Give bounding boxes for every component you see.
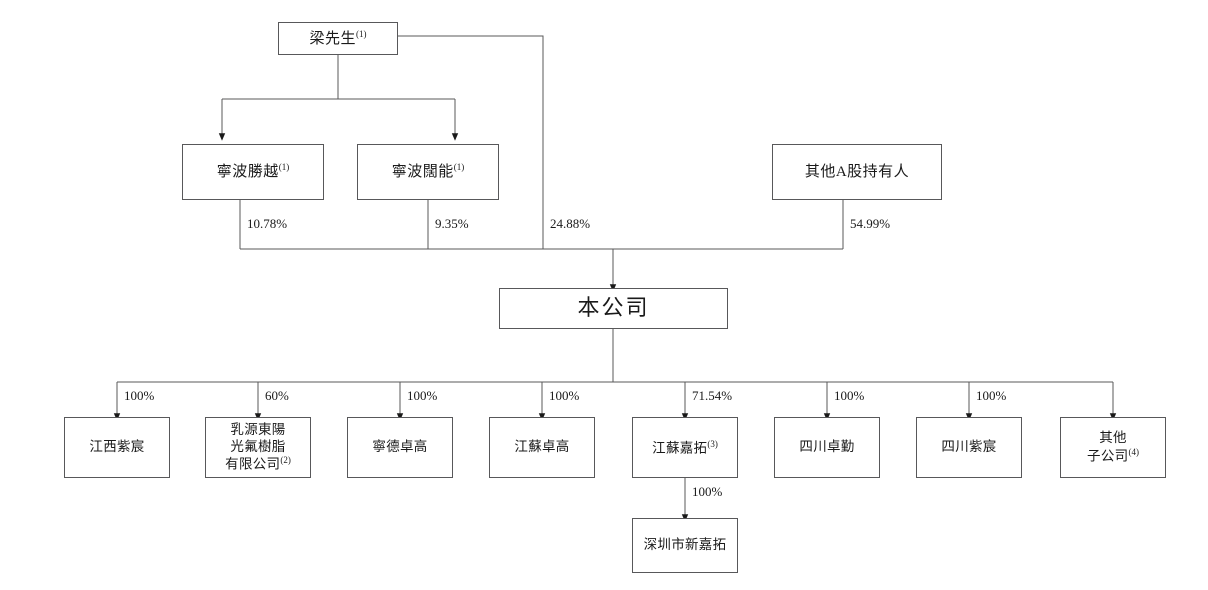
- node-shenzhen-xinjiatuo-label: 深圳市新嘉拓: [643, 537, 727, 553]
- node-other-subsidiaries[interactable]: 其他 子公司(4): [1060, 417, 1166, 478]
- node-jiangsu-jiatuo-label: 江蘇嘉拓: [652, 440, 708, 456]
- footnote-marker: (3): [707, 438, 718, 449]
- footnote-marker: (1): [356, 28, 367, 39]
- node-ningbo-shengyue-label: 寧波勝越: [216, 164, 279, 181]
- node-sichuan-zichen[interactable]: 四川紫宸: [916, 417, 1022, 478]
- edge-label-ningde-percent: 100%: [407, 388, 438, 403]
- node-the-company-label: 本公司: [577, 295, 650, 321]
- node-ningbo-kuoneng[interactable]: 寧波闊能(1): [357, 144, 499, 200]
- footnote-marker: (4): [1128, 446, 1139, 457]
- node-ningde-zhuogao[interactable]: 寧德卓高: [347, 417, 453, 478]
- node-ningde-zhuogao-label: 寧德卓高: [372, 439, 428, 455]
- node-sichuan-zhuoqin[interactable]: 四川卓勤: [774, 417, 880, 478]
- edge-liang-direct-to-company: [398, 35, 544, 249]
- node-other-subsidiaries-label: 其他 子公司: [1087, 430, 1129, 464]
- edge-label-liang-direct-percent: 24.88%: [550, 216, 591, 231]
- node-jiangxi-zichen-label: 江西紫宸: [89, 439, 145, 455]
- edge-label-jiangsu-zhuogao-percent: 100%: [549, 388, 580, 403]
- edge-label-ruyuan-percent: 60%: [265, 388, 289, 403]
- edge-label-zhuoqin-percent: 100%: [834, 388, 865, 403]
- footnote-marker: (2): [280, 454, 291, 465]
- node-mr-liang-label: 梁先生: [309, 30, 356, 47]
- node-the-company[interactable]: 本公司: [499, 288, 728, 329]
- edge-label-aholders-percent: 54.99%: [850, 216, 891, 231]
- footnote-marker: (1): [453, 162, 465, 173]
- node-mr-liang[interactable]: 梁先生(1): [278, 22, 398, 55]
- node-shenzhen-xinjiatuo[interactable]: 深圳市新嘉拓: [632, 518, 738, 573]
- node-sichuan-zhuoqin-label: 四川卓勤: [799, 439, 855, 455]
- node-ningbo-shengyue[interactable]: 寧波勝越(1): [182, 144, 324, 200]
- node-jiangsu-zhuogao-label: 江蘇卓高: [514, 439, 570, 455]
- edge-label-jiatuo-percent: 71.54%: [692, 388, 733, 403]
- edge-label-sichuan-zichen-percent: 100%: [976, 388, 1007, 403]
- footnote-marker: (1): [278, 162, 290, 173]
- node-other-a-share-holders[interactable]: 其他A股持有人: [772, 144, 942, 200]
- edge-label-shengyue-percent: 10.78%: [247, 216, 288, 231]
- node-sichuan-zichen-label: 四川紫宸: [941, 439, 997, 455]
- edge-label-shenzhen-percent: 100%: [692, 484, 723, 499]
- node-ruyuan-dongyang-label: 乳源東陽 光氟樹脂 有限公司: [225, 422, 286, 472]
- edge-label-jiangxi-zichen-percent: 100%: [124, 388, 155, 403]
- node-ruyuan-dongyang[interactable]: 乳源東陽 光氟樹脂 有限公司(2): [205, 417, 311, 478]
- node-jiangsu-zhuogao[interactable]: 江蘇卓高: [489, 417, 595, 478]
- node-ningbo-kuoneng-label: 寧波闊能: [391, 164, 454, 181]
- node-other-a-share-holders-label: 其他A股持有人: [804, 163, 910, 180]
- node-jiangsu-jiatuo[interactable]: 江蘇嘉拓(3): [632, 417, 738, 478]
- node-jiangxi-zichen[interactable]: 江西紫宸: [64, 417, 170, 478]
- edge-label-kuoneng-percent: 9.35%: [435, 216, 469, 231]
